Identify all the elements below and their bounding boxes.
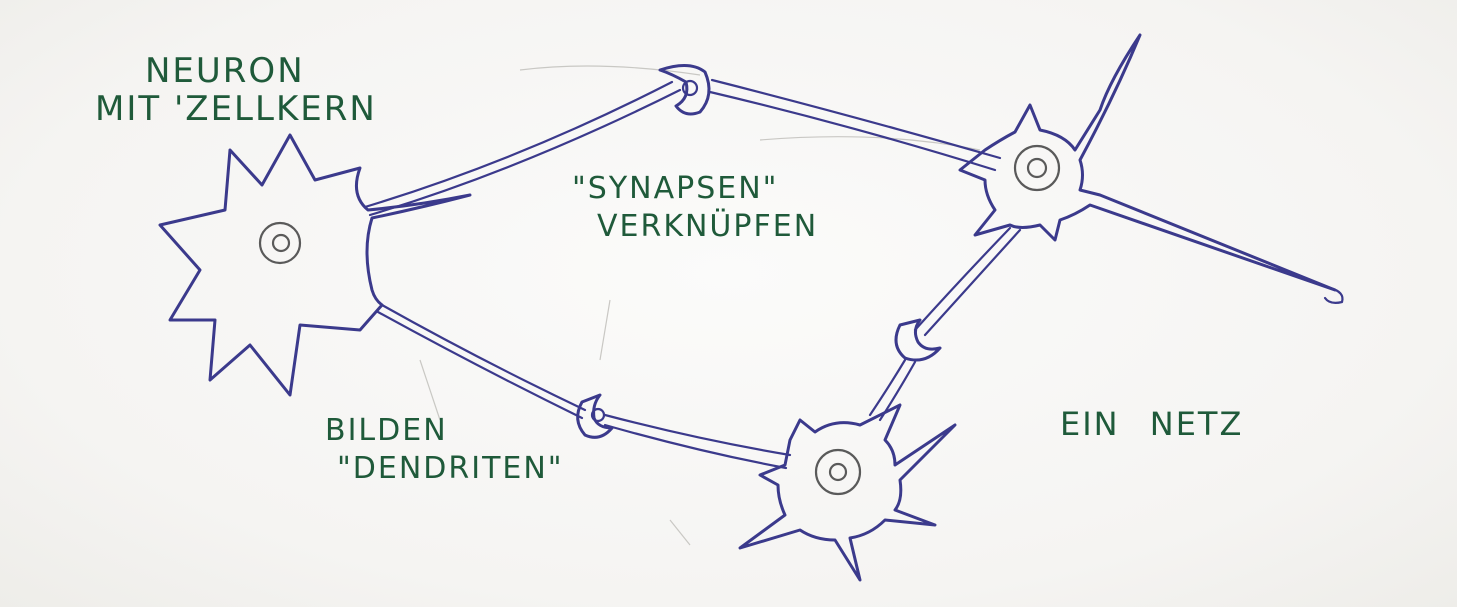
- label-neuron-line1: NEURON: [95, 52, 377, 90]
- label-synapsen-line2: VERKNÜPFEN: [572, 208, 818, 246]
- synapse-middle: [870, 320, 940, 420]
- label-synapsen-line1: "SYNAPSEN": [572, 170, 818, 208]
- label-dendriten: BILDEN "DENDRITEN": [325, 412, 564, 488]
- axon-top-to-right-neuron-2: [710, 92, 995, 170]
- synapse-bottom: [578, 395, 790, 468]
- label-synapsen: "SYNAPSEN" VERKNÜPFEN: [572, 170, 818, 246]
- neuron-bottom: [740, 405, 955, 580]
- neuron-large-body: [160, 135, 470, 395]
- neuron-right-nucleus-outer: [1015, 146, 1059, 190]
- dendrite-to-bottom-neuron-2: [605, 425, 786, 468]
- dendrite-to-synapse-bottom-2: [378, 312, 582, 418]
- neuron-right-nucleus-inner: [1028, 159, 1046, 177]
- synapse-top: [660, 65, 1000, 170]
- label-dendriten-line1: BILDEN: [325, 412, 564, 450]
- neuron-large-nucleus-inner: [273, 235, 289, 251]
- label-netz: EIN NETZ: [1060, 405, 1243, 443]
- neuron-large: [160, 82, 680, 418]
- neuron-right: [915, 35, 1343, 335]
- label-neuron-line2: MIT 'ZELLKERN: [95, 90, 377, 128]
- neuron-large-nucleus-outer: [260, 223, 300, 263]
- dendrite-right-tip: [1325, 288, 1343, 303]
- label-netz-line1: EIN NETZ: [1060, 405, 1243, 443]
- neuron-bottom-nucleus-outer: [816, 450, 860, 494]
- dendrite-to-synapse-bottom: [382, 305, 585, 410]
- label-dendriten-line2: "DENDRITEN": [325, 450, 564, 488]
- axon-right-down-2: [925, 230, 1020, 335]
- neuron-bottom-nucleus-inner: [830, 464, 846, 480]
- axon-right-down: [915, 228, 1010, 330]
- label-neuron: NEURON MIT 'ZELLKERN: [95, 52, 377, 128]
- axon-top-to-right-neuron: [712, 80, 1000, 158]
